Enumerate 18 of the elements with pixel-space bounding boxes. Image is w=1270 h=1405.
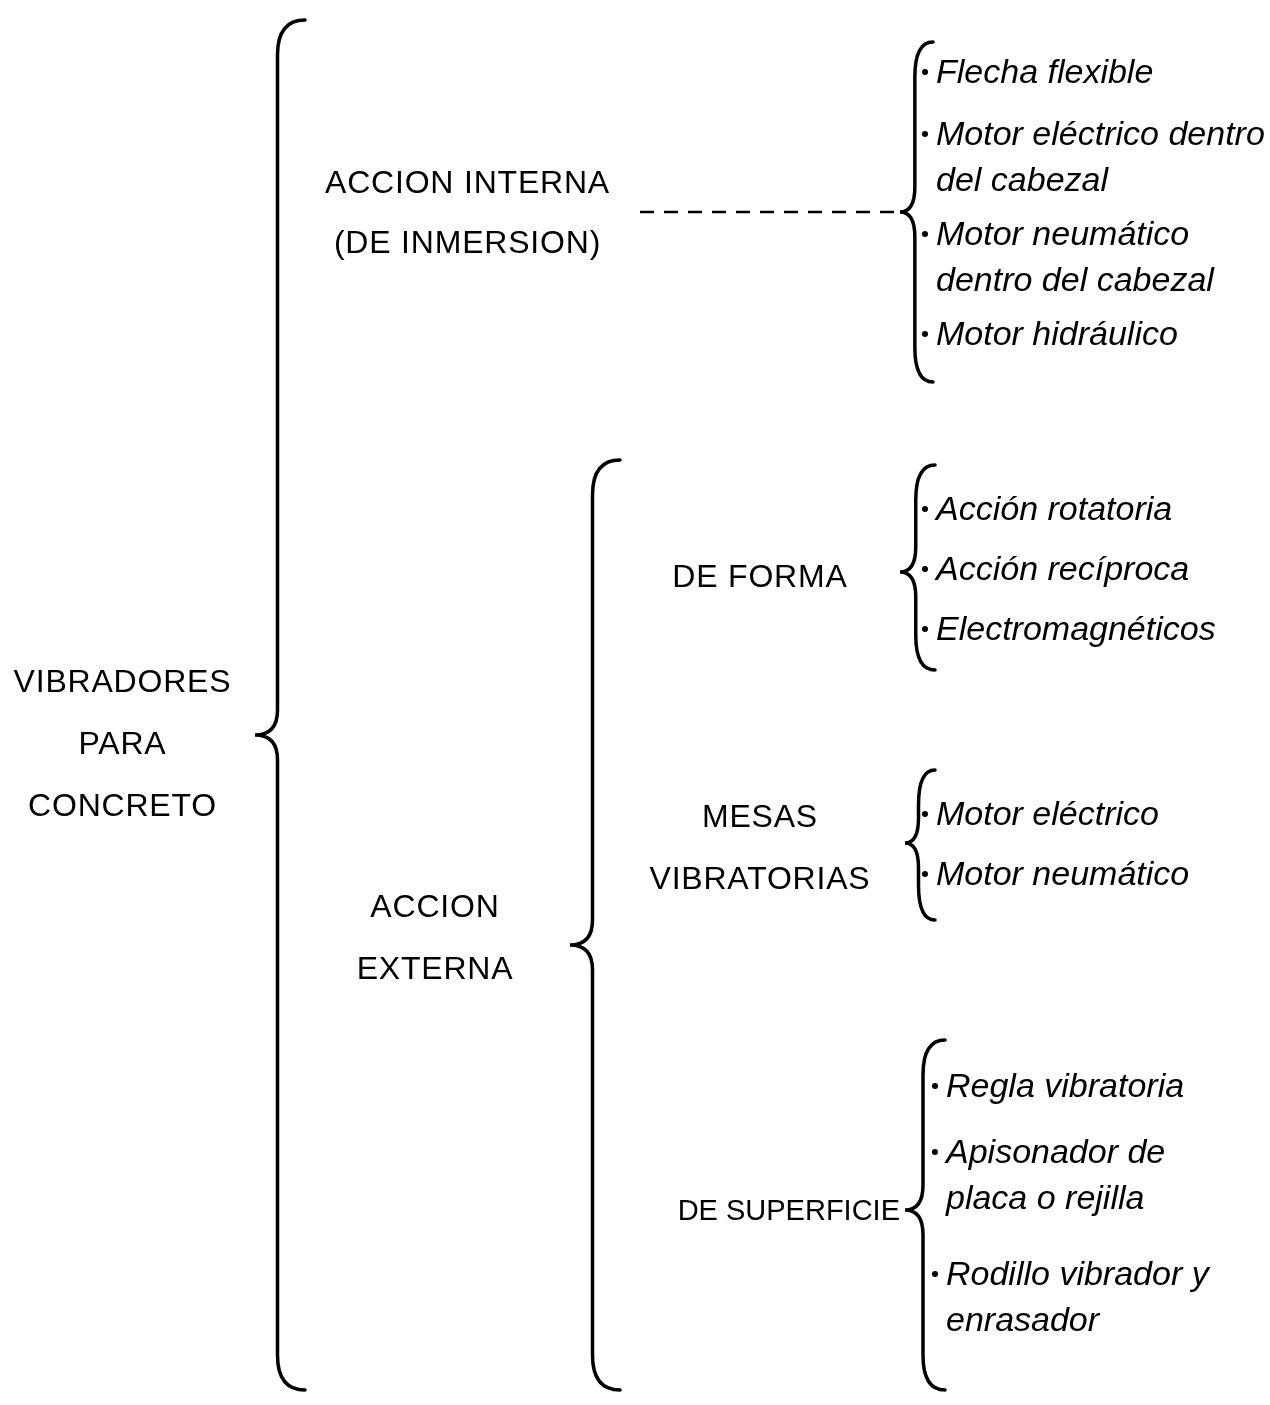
category-label: DE FORMA bbox=[671, 557, 849, 596]
list-item: Electromagnéticos bbox=[936, 608, 1216, 649]
category-label: VIBRADORES PARA CONCRETO bbox=[12, 662, 233, 825]
category-label: MESAS VIBRATORIAS bbox=[648, 797, 872, 898]
list-item: Acción rotatoria bbox=[936, 488, 1173, 529]
category-label: DE SUPERFICIE bbox=[676, 1193, 900, 1228]
list-item: Motor neumático bbox=[936, 853, 1190, 894]
list-item: Rodillo vibrador y enrasador bbox=[946, 1253, 1212, 1340]
list-item: Apisonador de placa o rejilla bbox=[946, 1131, 1167, 1218]
list-item: Motor eléctrico bbox=[936, 793, 1159, 834]
category-label: ACCION INTERNA (DE INMERSION) bbox=[324, 163, 611, 262]
list-item: Motor eléctrico dentro del cabezal bbox=[936, 113, 1266, 200]
list-item: Motor neumático dentro del cabezal bbox=[936, 213, 1216, 300]
list-item: Regla vibratoria bbox=[946, 1065, 1185, 1106]
list-item: Acción recíproca bbox=[936, 548, 1190, 589]
category-label: ACCION EXTERNA bbox=[355, 887, 515, 988]
list-item: Motor hidráulico bbox=[936, 313, 1178, 354]
list-item: Flecha flexible bbox=[936, 51, 1154, 92]
